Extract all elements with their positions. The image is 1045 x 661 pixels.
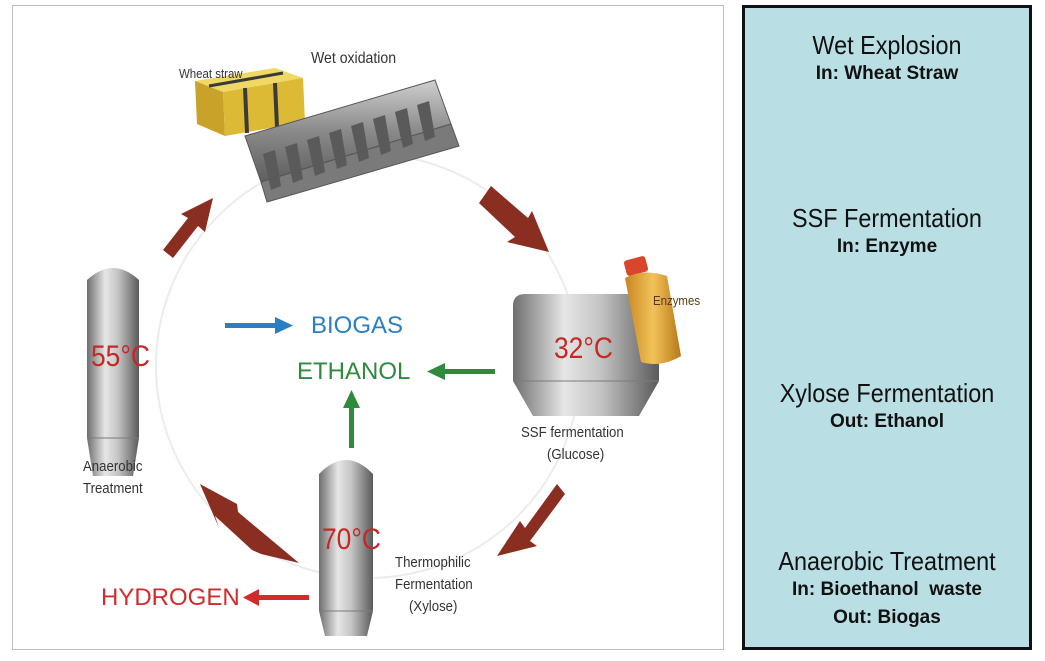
ethanol-label: ETHANOL	[297, 358, 411, 385]
cycle-arrow-bottom-left	[200, 484, 299, 563]
cycle-arrow-left-up	[163, 198, 213, 258]
wheat-straw-bale	[195, 68, 305, 136]
step-line: In: Bioethanol waste	[791, 579, 983, 600]
thermophilic-tank	[319, 460, 373, 636]
hydrogen-label: HYDROGEN	[101, 584, 240, 611]
step-line: In: Enzyme	[836, 236, 938, 257]
step-line: Out: Ethanol	[830, 411, 944, 432]
step-title: Anaerobic Treatment	[778, 546, 996, 576]
biogas-arrow	[225, 317, 293, 334]
ssf-label-line1: SSF fermentation	[521, 424, 624, 441]
cycle-arrow-top-right	[479, 186, 549, 252]
step-line: Out: Biogas	[833, 607, 941, 628]
anaerobic-label-line1: Anaerobic	[83, 458, 143, 475]
process-diagram: Wheat straw Wet oxidation Enzymes 55°C 3…	[12, 5, 724, 650]
step-title: Xylose Fermentation	[779, 378, 995, 408]
anaerobic-label-line2: Treatment	[83, 480, 143, 497]
thermophilic-label-line2: Fermentation	[395, 576, 473, 593]
wheat-straw-label: Wheat straw	[179, 66, 243, 81]
wet-oxidation-label: Wet oxidation	[311, 50, 397, 67]
enzymes-bottle	[623, 256, 681, 364]
ssf-label-line2: (Glucose)	[547, 446, 605, 463]
thermophilic-label-line1: Thermophilic	[395, 554, 471, 571]
thermophilic-label-line3: (Xylose)	[409, 598, 458, 615]
process-steps-panel: Wet Explosion In: Wheat Straw SSF Fermen…	[742, 5, 1032, 650]
step-line: In: Wheat Straw	[815, 63, 959, 84]
step-xylose-fermentation: Xylose Fermentation Out: Ethanol	[745, 378, 1029, 436]
enzymes-label: Enzymes	[653, 293, 701, 308]
ssf-temperature: 32°C	[554, 332, 613, 365]
biogas-label: BIOGAS	[311, 312, 404, 339]
hydrogen-arrow	[243, 589, 309, 606]
wet-oxidation-reactor	[244, 79, 460, 203]
ethanol-arrow-vertical	[343, 390, 360, 448]
step-title: SSF Fermentation	[792, 203, 982, 233]
thermophilic-temperature: 70°C	[322, 523, 381, 556]
step-title: Wet Explosion	[812, 30, 962, 60]
ethanol-arrow-horizontal	[427, 363, 495, 380]
step-wet-explosion: Wet Explosion In: Wheat Straw	[745, 30, 1029, 88]
cycle-arrow-bottom-right	[497, 484, 565, 556]
diagram-graphics	[87, 68, 681, 636]
anaerobic-tank	[87, 268, 139, 476]
step-anaerobic-treatment: Anaerobic Treatment In: Bioethanol waste…	[745, 546, 1029, 632]
step-ssf-fermentation: SSF Fermentation In: Enzyme	[745, 203, 1029, 261]
cycle-arrows	[163, 186, 565, 563]
ssf-vessel	[513, 294, 659, 416]
anaerobic-temperature: 55°C	[91, 340, 150, 373]
